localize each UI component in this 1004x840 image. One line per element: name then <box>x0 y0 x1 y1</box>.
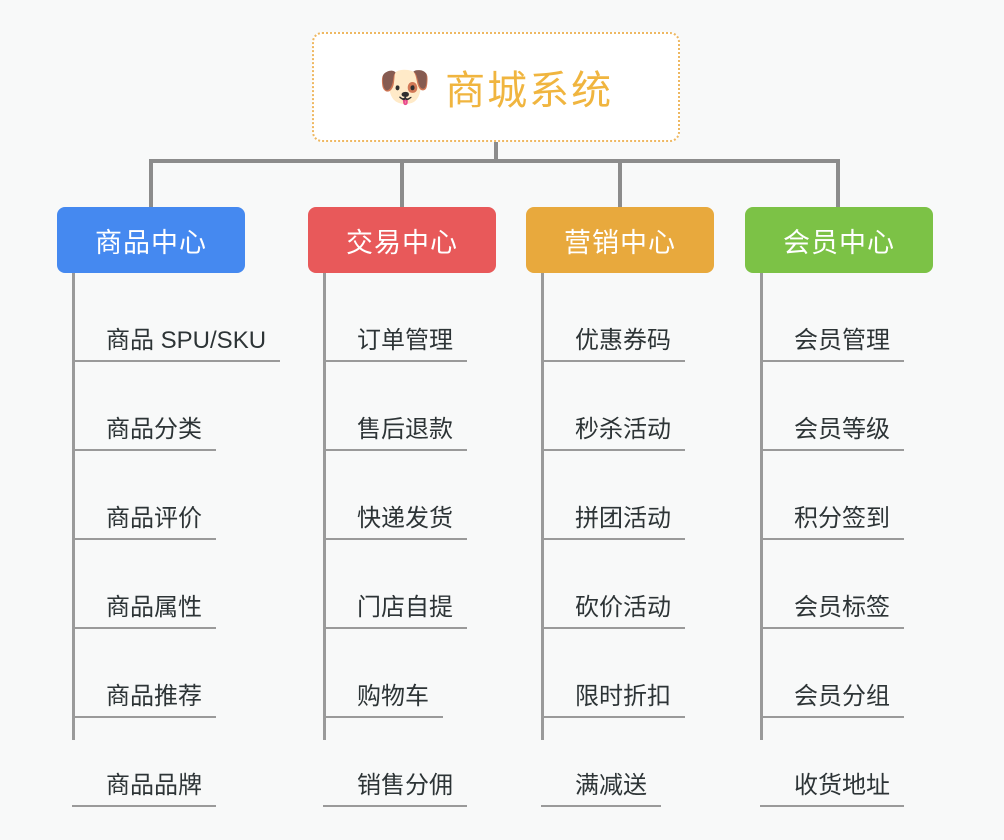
leaf-label: 积分签到 <box>760 505 904 540</box>
branch-header-1[interactable]: 商品中心 <box>57 207 245 273</box>
leaf-item[interactable]: 会员分组 <box>760 629 980 718</box>
leaf-item[interactable]: 快递发货 <box>323 451 543 540</box>
leaf-item[interactable]: 优惠券码 <box>541 273 761 362</box>
leaf-label: 售后退款 <box>323 416 467 451</box>
leaf-item[interactable]: 商品品牌 <box>72 718 292 807</box>
leaf-list-2: 订单管理 售后退款 快递发货 门店自提 购物车 销售分佣 <box>323 273 543 807</box>
leaf-label: 快递发货 <box>323 505 467 540</box>
leaf-label: 商品分类 <box>72 416 216 451</box>
connector-horizontal-bus <box>149 159 837 163</box>
leaf-item[interactable]: 商品属性 <box>72 540 292 629</box>
leaf-item[interactable]: 会员管理 <box>760 273 980 362</box>
leaf-item[interactable]: 门店自提 <box>323 540 543 629</box>
leaf-label: 商品属性 <box>72 594 216 629</box>
connector-root-stem <box>494 142 498 163</box>
connector-drop-3 <box>618 159 622 207</box>
branch-header-4[interactable]: 会员中心 <box>745 207 933 273</box>
leaf-label: 门店自提 <box>323 594 467 629</box>
leaf-item[interactable]: 商品 SPU/SKU <box>72 273 292 362</box>
branch-header-2[interactable]: 交易中心 <box>308 207 496 273</box>
leaf-label: 会员等级 <box>760 416 904 451</box>
connector-drop-2 <box>400 159 404 207</box>
leaf-label: 销售分佣 <box>323 772 467 807</box>
leaf-item[interactable]: 会员等级 <box>760 362 980 451</box>
leaf-item[interactable]: 商品分类 <box>72 362 292 451</box>
leaf-item[interactable]: 拼团活动 <box>541 451 761 540</box>
branch-spine-2 <box>323 273 326 740</box>
leaf-label: 满减送 <box>541 772 661 807</box>
leaf-item[interactable]: 订单管理 <box>323 273 543 362</box>
leaf-item[interactable]: 限时折扣 <box>541 629 761 718</box>
leaf-item[interactable]: 砍价活动 <box>541 540 761 629</box>
branch-spine-1 <box>72 273 75 740</box>
leaf-label: 商品品牌 <box>72 772 216 807</box>
leaf-label: 拼团活动 <box>541 505 685 540</box>
leaf-item[interactable]: 收货地址 <box>760 718 980 807</box>
leaf-item[interactable]: 购物车 <box>323 629 543 718</box>
leaf-label: 购物车 <box>323 683 443 718</box>
leaf-label: 收货地址 <box>760 772 904 807</box>
leaf-label: 商品评价 <box>72 505 216 540</box>
leaf-list-1: 商品 SPU/SKU 商品分类 商品评价 商品属性 商品推荐 商品品牌 <box>72 273 292 807</box>
leaf-item[interactable]: 积分签到 <box>760 451 980 540</box>
leaf-item[interactable]: 售后退款 <box>323 362 543 451</box>
leaf-label: 商品推荐 <box>72 683 216 718</box>
root-title: 商城系统 <box>445 69 614 113</box>
leaf-label: 会员管理 <box>760 327 904 362</box>
branch-spine-3 <box>541 273 544 740</box>
leaf-label: 优惠券码 <box>541 327 685 362</box>
leaf-label: 秒杀活动 <box>541 416 685 451</box>
leaf-label: 限时折扣 <box>541 683 685 718</box>
branch-header-3[interactable]: 营销中心 <box>526 207 714 273</box>
shiba-dog-face-icon: 🐶 <box>378 63 432 110</box>
leaf-item[interactable]: 销售分佣 <box>323 718 543 807</box>
leaf-label: 商品 SPU/SKU <box>72 327 281 362</box>
connector-drop-4 <box>836 159 840 207</box>
branch-spine-4 <box>760 273 763 740</box>
leaf-item[interactable]: 会员标签 <box>760 540 980 629</box>
leaf-label: 会员标签 <box>760 594 904 629</box>
leaf-item[interactable]: 满减送 <box>541 718 761 807</box>
leaf-list-3: 优惠券码 秒杀活动 拼团活动 砍价活动 限时折扣 满减送 <box>541 273 761 807</box>
leaf-item[interactable]: 商品评价 <box>72 451 292 540</box>
leaf-item[interactable]: 商品推荐 <box>72 629 292 718</box>
root-node[interactable]: 🐶 商城系统 <box>312 32 680 142</box>
leaf-item[interactable]: 秒杀活动 <box>541 362 761 451</box>
leaf-label: 订单管理 <box>323 327 467 362</box>
leaf-label: 砍价活动 <box>541 594 685 629</box>
connector-drop-1 <box>149 159 153 207</box>
leaf-label: 会员分组 <box>760 683 904 718</box>
leaf-list-4: 会员管理 会员等级 积分签到 会员标签 会员分组 收货地址 <box>760 273 980 807</box>
